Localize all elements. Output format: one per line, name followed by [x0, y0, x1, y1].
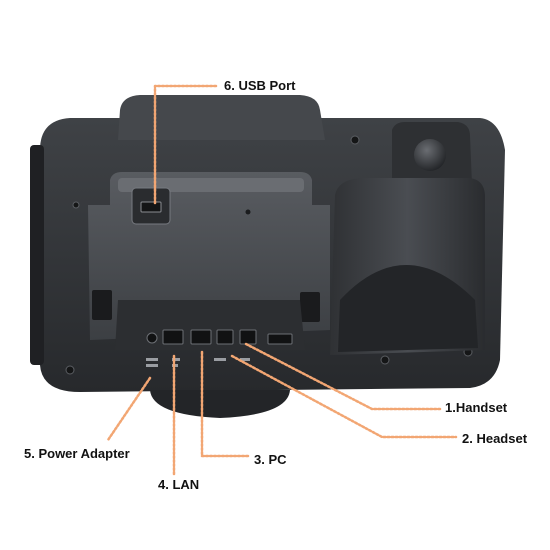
leader-power	[106, 376, 152, 442]
top-plate	[118, 95, 325, 140]
pc-jack	[190, 329, 212, 345]
lan-jack	[162, 329, 184, 345]
handset-jack	[239, 329, 257, 345]
leader-lines	[106, 84, 458, 478]
callout-power-adapter: 5. Power Adapter	[24, 446, 130, 461]
leader-usb	[153, 84, 218, 207]
port-jacks	[162, 329, 293, 345]
headset-jack	[216, 329, 234, 345]
callout-usb-port: 6. USB Port	[224, 78, 296, 93]
callout-pc: 3. PC	[254, 452, 287, 467]
leader-pc	[200, 350, 250, 458]
callout-handset: 1.Handset	[445, 400, 508, 415]
right-latch	[300, 292, 320, 322]
hook-knob	[414, 139, 446, 171]
usb-port	[131, 187, 171, 225]
cradle-hole	[245, 209, 251, 215]
cable-slot	[267, 333, 293, 345]
leader-headset	[230, 354, 458, 439]
hook-arch	[338, 265, 478, 352]
callout-headset: 2. Headset	[462, 431, 528, 446]
left-latch	[92, 290, 112, 320]
leader-handset	[244, 342, 442, 411]
power-jack	[146, 332, 158, 344]
left-edge	[30, 145, 44, 365]
callout-lan: 4. LAN	[158, 477, 200, 492]
stand-foot	[150, 390, 290, 418]
